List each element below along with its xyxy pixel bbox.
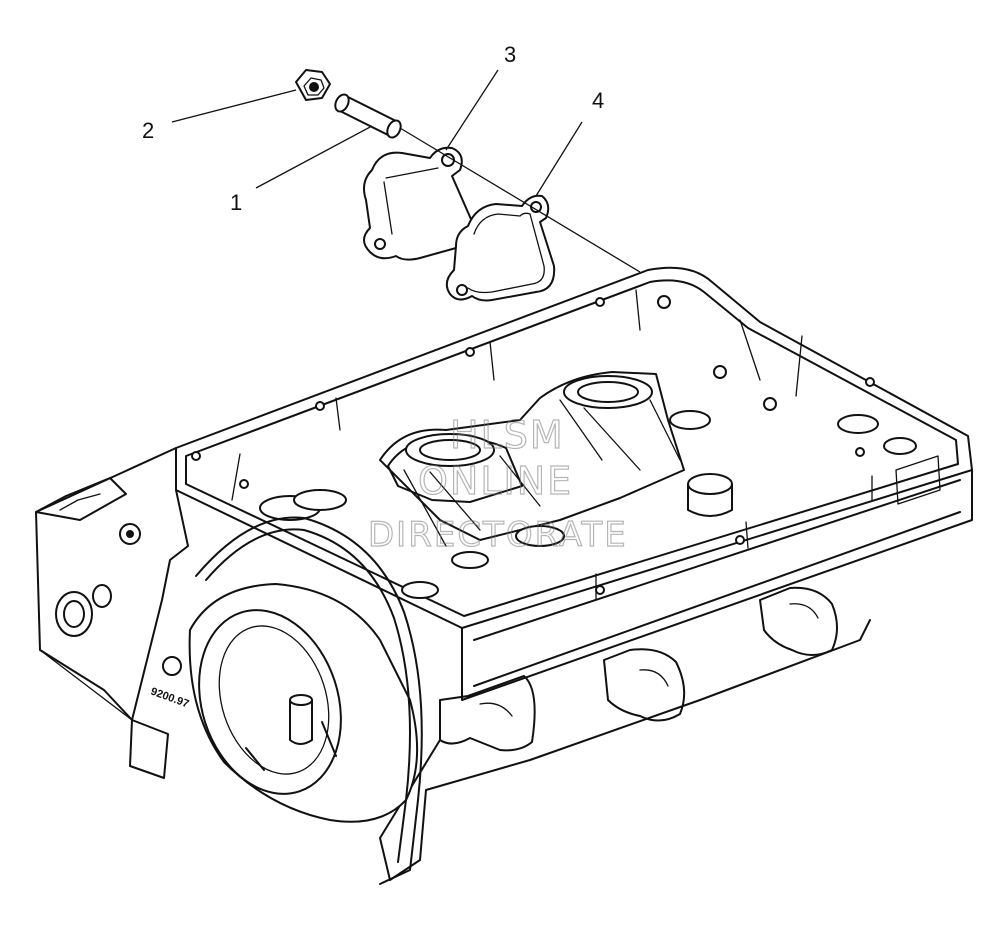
watermark: HLSM ONLINE DIRECTORATE — [367, 412, 628, 555]
leader-line-2 — [171, 89, 297, 123]
callout-label-1: 1 — [230, 190, 242, 215]
watermark-line-1: HLSM — [450, 413, 565, 457]
callout-group: 2 1 3 4 — [142, 42, 604, 215]
watermark-line-2: ONLINE — [418, 459, 573, 503]
leader-line-1 — [255, 125, 373, 189]
cylinder-head: 9200.97 — [35, 266, 973, 885]
callout-label-3: 3 — [504, 42, 516, 67]
part-cover-plate — [363, 146, 475, 261]
part-gasket — [445, 194, 556, 302]
leader-line-3 — [445, 69, 499, 151]
part-dowel-pin — [334, 93, 402, 139]
part-number-stamp: 9200.97 — [149, 686, 190, 711]
assembly-axis-line — [399, 127, 641, 273]
watermark-line-3: DIRECTORATE — [368, 515, 628, 555]
part-nut — [295, 69, 331, 101]
callout-label-2: 2 — [142, 118, 154, 143]
callout-label-4: 4 — [592, 88, 604, 113]
leader-line-4 — [535, 121, 583, 197]
